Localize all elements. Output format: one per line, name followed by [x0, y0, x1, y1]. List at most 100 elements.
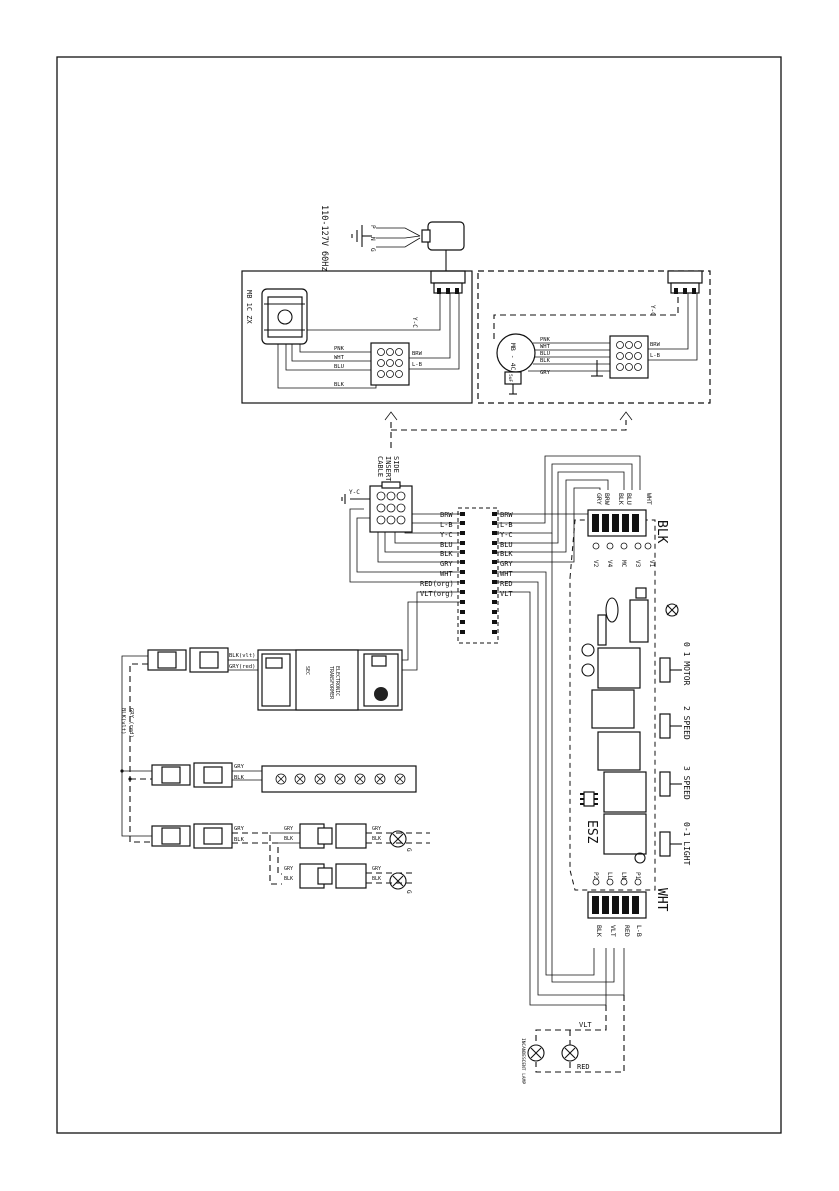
right-wire-pnk: PNK: [540, 337, 551, 343]
term-left-2: L-B: [440, 521, 453, 529]
wht-pin-2: LL: [606, 872, 613, 880]
transformer-line1: ELECTRONIC: [334, 666, 340, 696]
term-right-6: GRY: [500, 560, 513, 568]
relay-5: [603, 813, 647, 855]
right-wire-brw: BRW: [650, 342, 661, 348]
relay-3: [597, 731, 641, 771]
terminal-left-labels: BRW L-B Y-C BLU BLK GRY WHT RED(org) VLT…: [420, 511, 454, 598]
page-frame: [56, 56, 782, 1134]
switch-light-label: 0-1 LIGHT: [682, 822, 691, 866]
mid-wire-gry: GRY: [234, 764, 245, 770]
power-input: 110-127V 60Hz P N G: [319, 205, 466, 294]
control-board: BLK WHT BLU BLK BRW GRY V1 V3 MC V4 V2 E…: [569, 493, 691, 937]
wht-pin-4: P1: [634, 872, 641, 880]
power-pins: P N G: [369, 225, 376, 252]
switch-light[interactable]: 0-1 LIGHT: [659, 822, 691, 866]
term-right-7: WHT: [500, 570, 513, 578]
led-strip: [261, 765, 417, 793]
board-label: ESZ: [584, 820, 599, 844]
right-wire-blk: BLK: [540, 358, 551, 364]
wht-wire-1: BLK: [595, 925, 603, 937]
lamp1-wire-gry: GRY: [284, 826, 293, 832]
wht-pin-3: LN: [620, 872, 627, 880]
right-motor-connector: [609, 335, 649, 379]
left-wire-blk: BLK: [334, 382, 345, 388]
term-left-4: BLU: [440, 541, 453, 549]
terminal-block: BRW L-B Y-C BLU BLK GRY WHT RED(org) VLT…: [420, 507, 513, 644]
right-motor-label: MB - 4C: [509, 343, 517, 370]
term-left-8: RED(org): [420, 580, 454, 588]
bulb-2-label: G: [405, 890, 412, 894]
incandescent-lamps: VLT RED INCANDESCENT LAMP: [520, 995, 625, 1084]
bottom-red-label: RED: [577, 1063, 590, 1071]
mid-wire-blk: BLK: [234, 775, 245, 781]
term-right-1: BRW: [500, 511, 513, 519]
right-wire-wht: WHT: [540, 344, 551, 350]
bottom-wire-blk: BLK: [234, 837, 245, 843]
right-wire-lb: L-B: [650, 353, 661, 359]
bottom-vlt-label: VLT: [579, 1021, 592, 1029]
blk-wire-2: BLU: [625, 493, 633, 505]
term-left-1: BRW: [440, 511, 453, 519]
power-plug: [427, 221, 465, 251]
terminal-right-labels: BRW L-B Y-C BLU BLK GRY WHT RED VLT: [500, 511, 513, 598]
left-connectors: GRY (red) BLK(vlt) GRY BLK GRY BLK: [120, 647, 262, 849]
relay-1: [597, 647, 641, 689]
terminal-board-wires: [497, 455, 641, 1006]
switch-speed-2-label: 2 SPEED: [682, 706, 691, 740]
left-wire-brw: BRW: [412, 351, 423, 357]
lamp1-out-gry: GRY: [372, 826, 381, 832]
right-wire-blu: BLU: [540, 351, 550, 357]
term-left-6: GRY: [440, 560, 453, 568]
blk-header-title: BLK: [654, 520, 669, 544]
relay-2: [591, 689, 635, 729]
pin-p: P: [369, 225, 376, 229]
right-power-socket: [667, 270, 703, 284]
left-wire-wht: WHT: [334, 355, 345, 361]
term-right-9: VLT: [500, 590, 513, 598]
switch-motor-label: 0 1 MOTOR: [682, 642, 691, 686]
wht-pin-1: P2: [592, 872, 599, 880]
wht-header-title: WHT: [654, 888, 669, 912]
switch-speed-3[interactable]: 3 SPEED: [659, 766, 691, 800]
connector-wires: [349, 508, 460, 583]
wht-wire-4: L-B: [635, 925, 643, 937]
term-right-4: BLU: [500, 541, 513, 549]
term-left-3: Y-C: [440, 531, 453, 539]
capacitor-label: 5uF: [507, 374, 513, 382]
side-insert-connector: SIDE INSERT CABLE Y-C: [341, 456, 413, 533]
pin-n: N: [369, 237, 376, 241]
left-motor-label: MB 1C ZX: [245, 290, 253, 325]
lamp1-wire-blk: BLK: [284, 836, 293, 842]
lamp2-wire-gry: GRY: [284, 866, 293, 872]
switch-speed-3-label: 3 SPEED: [682, 766, 691, 800]
electronic-transformer: ELECTRONIC TRANSFORMER SEC BLK(vlt) GRY(…: [226, 591, 460, 711]
blk-pin-2: V3: [634, 560, 641, 568]
left-motor-yc: Y-C: [411, 317, 418, 328]
connector-mid: [151, 762, 233, 788]
blk-pin-3: MC: [620, 560, 627, 568]
lamp-sockets: GRY BLK GRY BLK G GRY BLK GRY BLK G: [232, 823, 430, 894]
bottom-wire-gry: GRY: [234, 826, 245, 832]
relay-4: [603, 771, 647, 813]
motor-link-lines: [384, 411, 633, 448]
right-motor-yc: Y-C: [649, 305, 656, 316]
wht-wire-3: RED: [623, 925, 631, 937]
connector-label-2: INSERT: [384, 456, 392, 482]
lamp2-wire-blk: BLK: [284, 876, 293, 882]
blk-wire-1: WHT: [645, 493, 653, 505]
term-left-7: WHT: [440, 570, 453, 578]
connector-top: [147, 647, 229, 673]
side-wire-blk: BLK(vlt): [120, 708, 126, 735]
lamp2-out-gry: GRY: [372, 866, 381, 872]
right-motor-box: MB - 4C Y-C PNK WHT BLU BLK GRY 5uF BRW …: [477, 270, 711, 404]
side-wire-gry: GRY (red): [128, 708, 134, 738]
term-right-8: RED: [500, 580, 513, 588]
blk-wire-5: GRY: [595, 493, 603, 505]
switch-speed-2[interactable]: 2 SPEED: [659, 706, 691, 740]
transformer-out1: BLK(vlt): [229, 653, 256, 659]
switch-motor[interactable]: 0 1 MOTOR: [659, 642, 691, 686]
blk-wire-4: BRW: [603, 493, 611, 505]
transformer-line3: SEC: [304, 666, 310, 675]
